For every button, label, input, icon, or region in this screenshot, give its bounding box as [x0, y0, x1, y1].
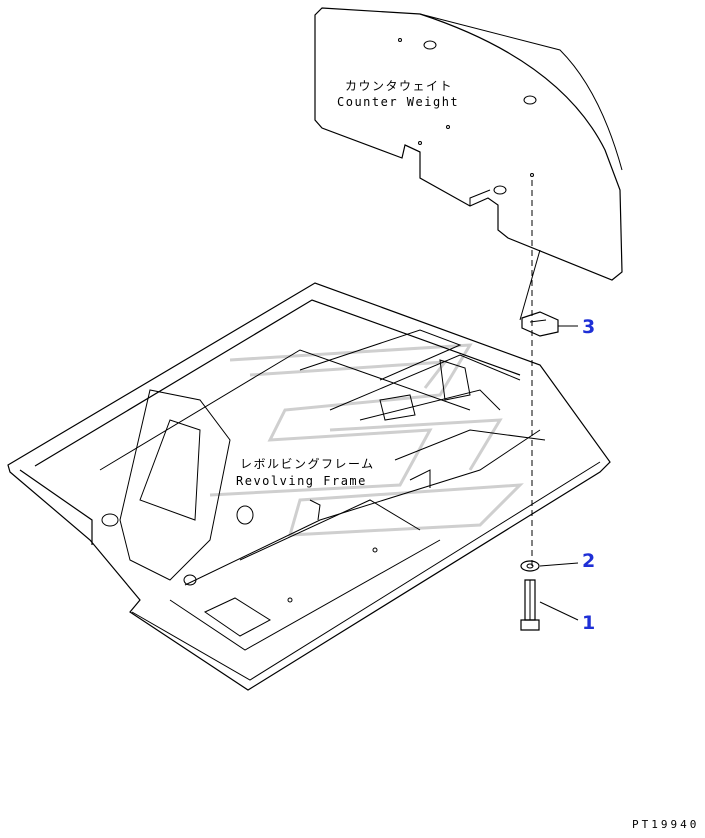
watermark-logo	[209, 343, 524, 537]
callout-number-1: 1	[582, 612, 595, 634]
callout-2-leader	[539, 562, 579, 567]
leader-line	[519, 249, 541, 321]
counter-weight-label-jp: カウンタウェイト	[345, 79, 453, 93]
counter-weight-label-en: Counter Weight	[337, 95, 459, 109]
callout-1-leader	[539, 601, 579, 621]
part-2-washer	[520, 560, 540, 572]
drawing-code: PT19940	[632, 818, 699, 831]
part-3-plate	[521, 311, 559, 337]
callout-number-2: 2	[582, 550, 595, 572]
part-1-bolt	[520, 579, 540, 631]
revolving-frame-label-jp: レボルビングフレーム	[240, 457, 375, 471]
revolving-frame	[7, 282, 611, 691]
counter-weight	[314, 7, 623, 281]
revolving-frame-label-en: Revolving Frame	[236, 474, 367, 488]
callout-number-3: 3	[582, 316, 595, 338]
